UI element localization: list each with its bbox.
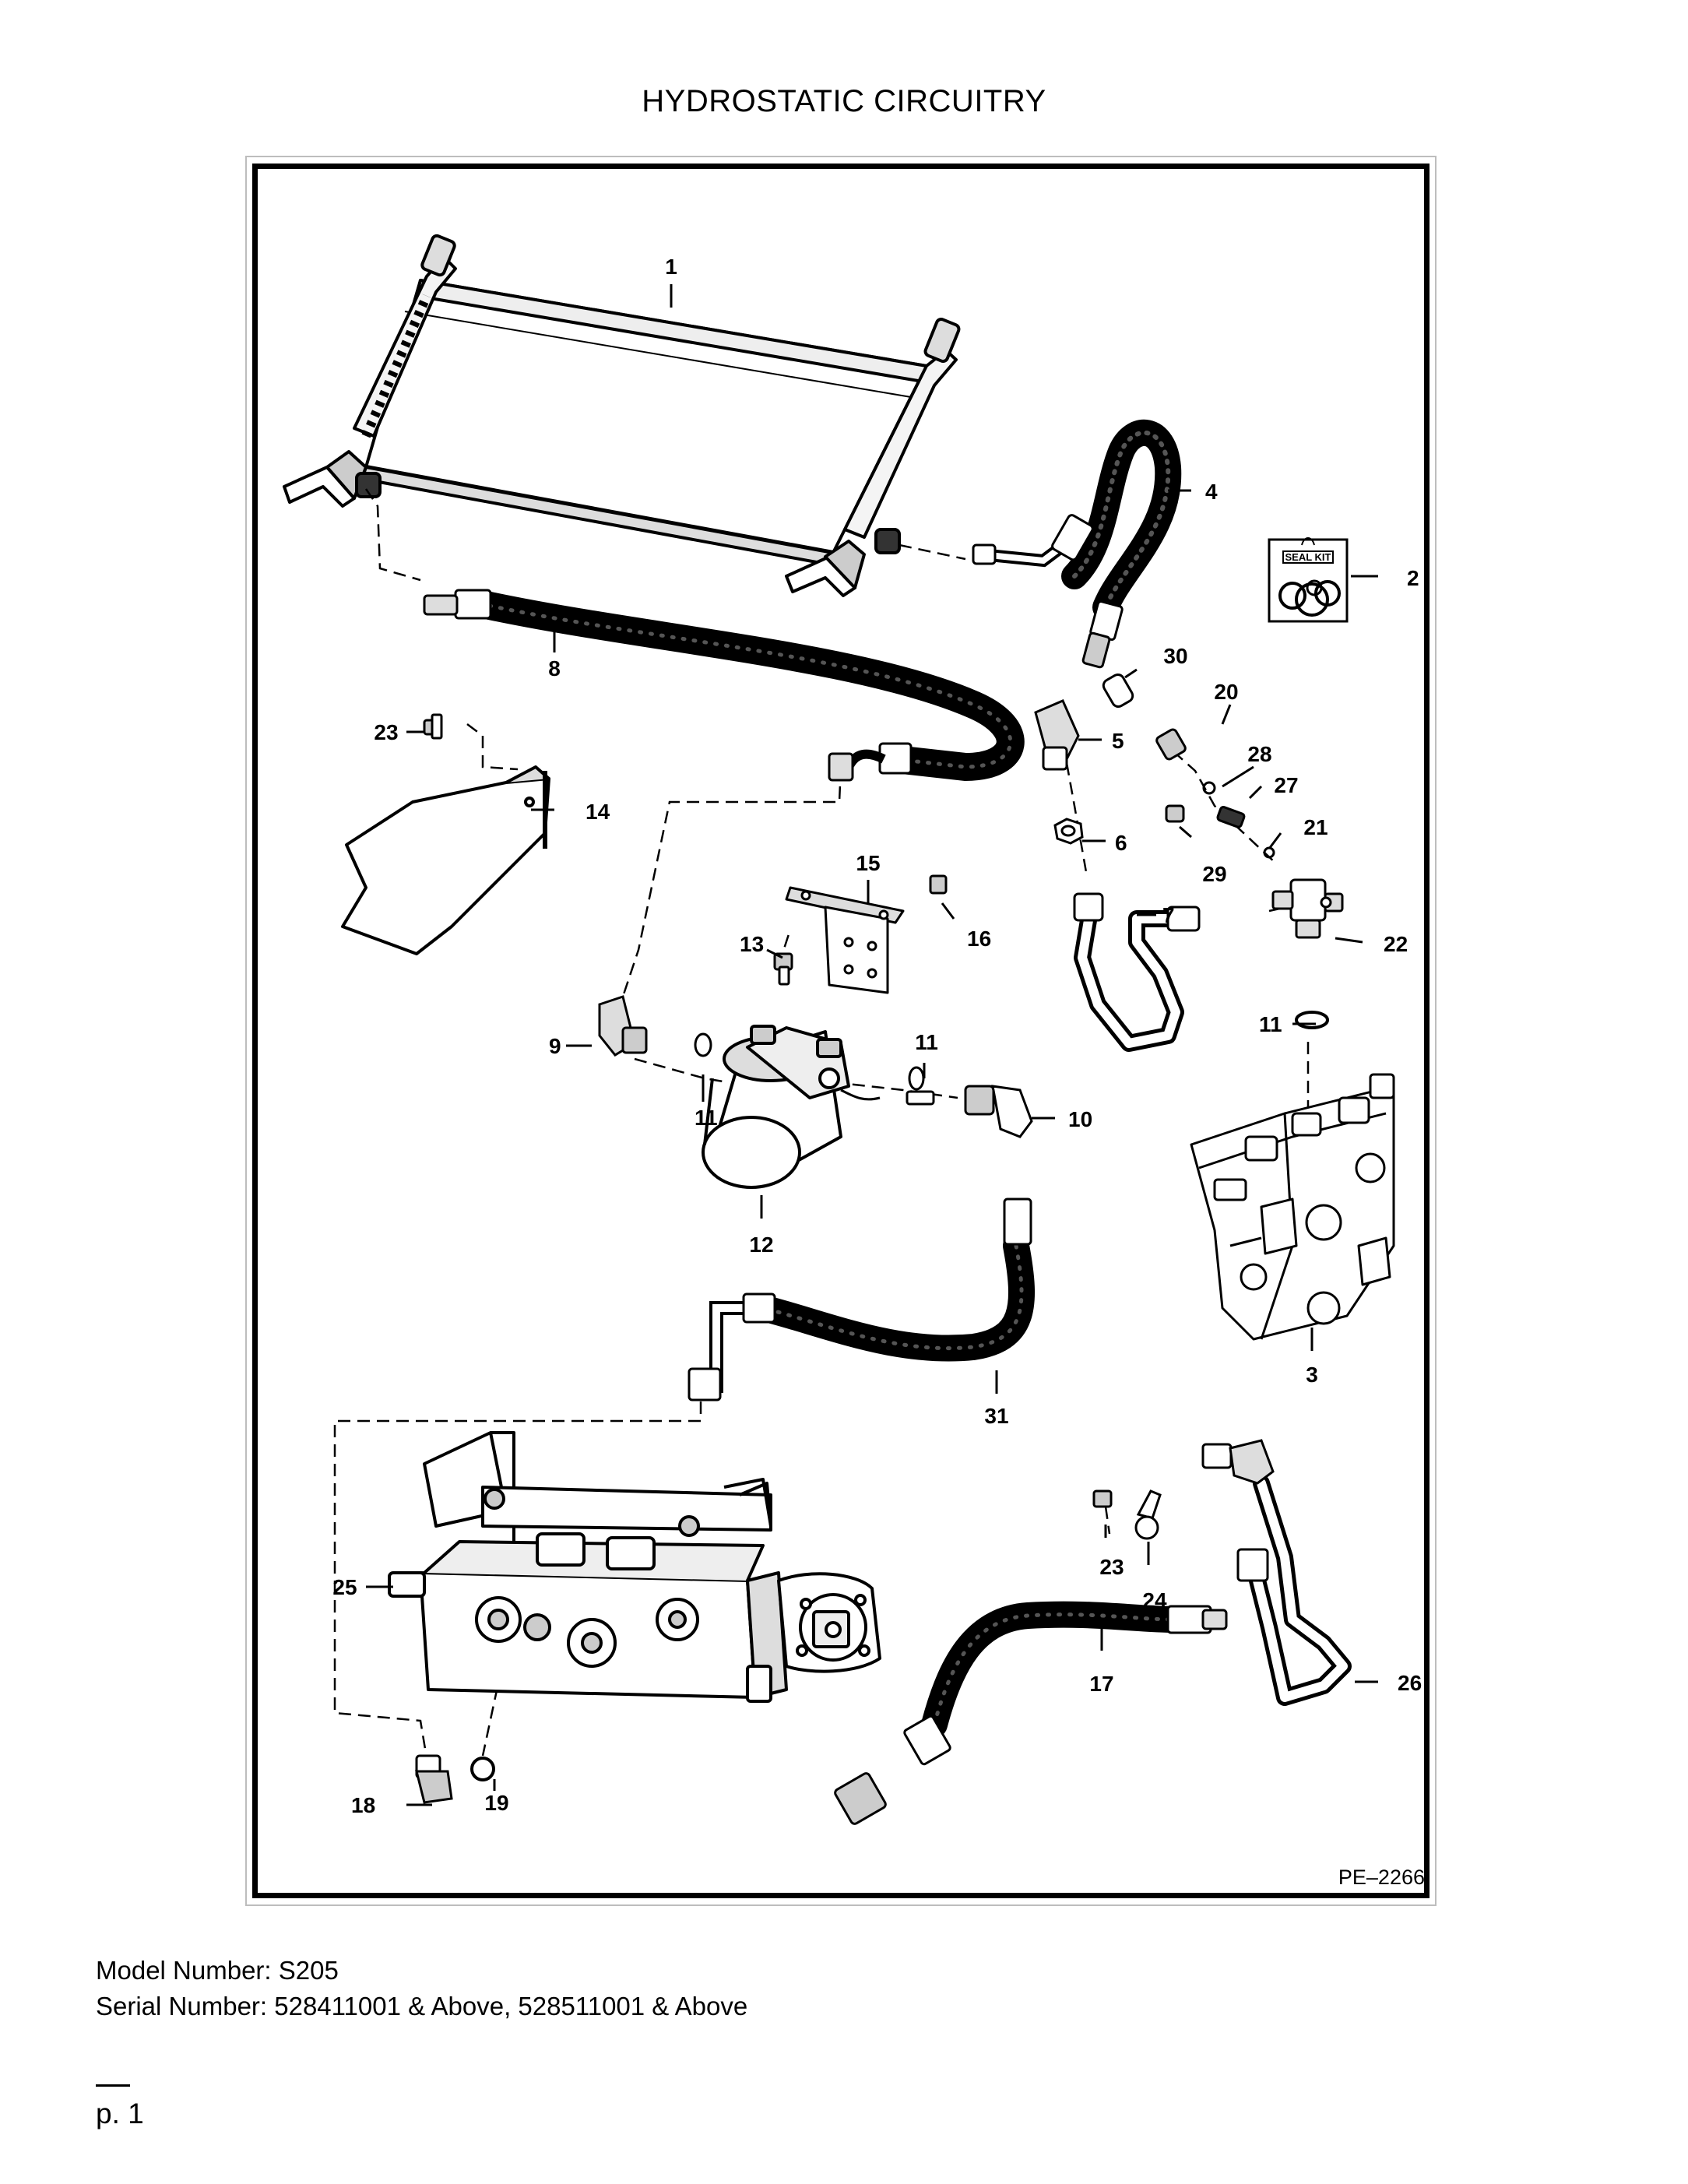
nut-6: [1053, 818, 1084, 845]
o-ring-19: [470, 1757, 495, 1781]
callout-23-upper: 23: [374, 720, 398, 744]
page-title: HYDROSTATIC CIRCUITRY: [642, 84, 1046, 118]
oil-cooler: [283, 234, 961, 597]
callout-23-lower: 23: [1099, 1555, 1124, 1579]
callout-8: 8: [548, 656, 561, 681]
callout-14: 14: [586, 800, 610, 824]
callout-1: 1: [665, 255, 677, 279]
elbow-fitting-5: [1034, 699, 1080, 771]
callout-16: 16: [967, 927, 991, 951]
diagram-outer-border: [245, 156, 1437, 1906]
seal-kit-label: SEAL KIT: [1285, 551, 1331, 563]
bracket-15: [785, 886, 905, 994]
callout-20: 20: [1214, 680, 1238, 704]
clamp-24: [1134, 1489, 1162, 1540]
cap-29: [1165, 804, 1185, 823]
bolt-23-upper: [423, 713, 443, 740]
callout-leaders: [366, 284, 1378, 1806]
page-number: p. 1: [96, 2098, 144, 2129]
hose-8: [465, 589, 1025, 782]
callout-25: 25: [332, 1575, 357, 1599]
callout-28: 28: [1247, 742, 1271, 766]
callout-2: 2: [1407, 566, 1419, 590]
callout-11-valve: 11: [1259, 1012, 1282, 1036]
callout-labels: 1 2 3 4 5 6 7 8 9 10 11 11 11 12 13 14 1…: [332, 255, 1422, 1817]
o-ring-11-valve: [1295, 1011, 1329, 1029]
diagram-frame: [252, 164, 1430, 1898]
tube-26: [1245, 1475, 1352, 1706]
callout-17: 17: [1089, 1672, 1113, 1696]
callout-4: 4: [1205, 480, 1218, 504]
adapter-20: [1155, 728, 1187, 761]
elbow-fitting-18: [415, 1754, 453, 1804]
oil-filter: [702, 1025, 935, 1189]
tee-fitting-22: [1271, 878, 1344, 939]
hose-17-fittings: [834, 1605, 1228, 1825]
plug-30: [1102, 673, 1134, 709]
figure-code: PE–2266: [1338, 1866, 1425, 1889]
mounting-plate-14: [341, 765, 550, 955]
bolt-23-lower: [1092, 1489, 1113, 1508]
callout-10: 10: [1068, 1107, 1092, 1131]
hose-8-fittings: [423, 589, 913, 782]
callout-15: 15: [856, 851, 880, 875]
callout-18: 18: [351, 1793, 375, 1817]
callout-3: 3: [1306, 1363, 1318, 1387]
o-ring-11-center: [908, 1066, 925, 1091]
callout-12: 12: [749, 1233, 773, 1257]
callout-22: 22: [1384, 932, 1408, 956]
callout-13: 13: [740, 932, 764, 956]
model-number: Model Number: S205: [96, 1956, 339, 1985]
hose-4-fittings: [972, 514, 1124, 669]
tube-7: [1074, 902, 1200, 1052]
fitting-27: [1216, 806, 1246, 828]
callout-26: 26: [1398, 1671, 1422, 1695]
callout-21: 21: [1303, 815, 1328, 839]
callout-11-left: 11: [695, 1106, 718, 1130]
callout-7: 7: [1162, 903, 1175, 927]
o-ring-11-left: [694, 1032, 712, 1057]
page-number-rule: [96, 2084, 130, 2087]
elbow-fitting-9: [598, 995, 648, 1057]
callout-30: 30: [1163, 644, 1187, 668]
callout-6: 6: [1115, 831, 1127, 855]
callout-24: 24: [1142, 1588, 1167, 1613]
callout-9: 9: [549, 1034, 561, 1058]
tube-7-fittings: [1073, 892, 1201, 932]
callout-5: 5: [1112, 729, 1124, 753]
o-ring-28: [1202, 781, 1216, 795]
seal-kit-icon: [1268, 537, 1349, 623]
callout-11-center: 11: [915, 1030, 938, 1054]
hose-31-fittings: [688, 1198, 1032, 1401]
elbow-fitting-10: [964, 1085, 1033, 1138]
bolt-16: [929, 874, 948, 895]
tube-26-fittings: [1201, 1439, 1275, 1582]
serial-number: Serial Number: 528411001 & Above, 528511…: [96, 1992, 748, 2020]
callout-29: 29: [1202, 862, 1226, 886]
bolt-13: [773, 952, 793, 986]
hydrostatic-pump: [388, 1431, 881, 1703]
callout-27: 27: [1274, 773, 1298, 797]
hose-17: [921, 1601, 1189, 1738]
callout-19: 19: [484, 1791, 508, 1815]
control-valve: [1190, 1073, 1395, 1341]
callout-31: 31: [984, 1404, 1008, 1428]
